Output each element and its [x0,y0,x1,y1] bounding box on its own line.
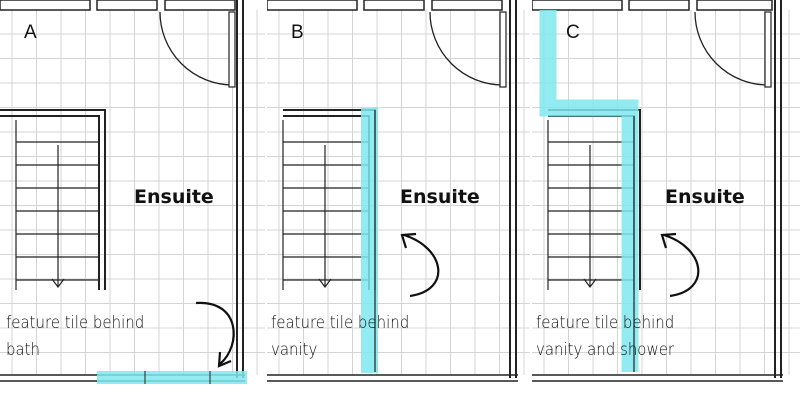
room-label: Ensuite [134,186,214,208]
door-swing [429,11,504,86]
floor-plan-drawing [267,0,530,382]
door-swing [694,11,769,86]
room-label: Ensuite [665,186,745,208]
tile-grid [0,10,265,375]
wall [96,0,158,11]
wall [0,115,100,290]
floor-plan-panel-c: C Ensuite feature tile behind vanity and… [532,0,800,400]
annotation-line: bath [6,340,41,360]
feature-tile-highlight [361,108,378,373]
door [764,11,772,88]
wall [0,0,91,11]
floor-plan-drawing [532,0,800,382]
curved-arrow-icon [195,301,235,368]
door [499,11,507,88]
door-swing [159,11,234,86]
annotation: feature tile behind vanity [271,310,409,364]
panel-letter: A [24,22,37,43]
room-label: Ensuite [400,186,480,208]
panel-letter: C [566,22,580,43]
annotation-line: feature tile behind [6,313,145,333]
annotation-line: vanity [271,340,318,360]
curved-arrow-icon [660,232,700,298]
annotation: feature tile behind vanity and shower [536,310,674,364]
floor-plan-panel-a: A Ensuite feature tile behind bath [0,0,265,400]
staircase [282,120,369,290]
panel-letter: B [291,22,304,43]
annotation: feature tile behind bath [6,310,144,364]
wall [164,0,236,11]
staircase [547,120,634,290]
curved-arrow-icon [400,232,440,298]
annotation-line: feature tile behind [536,313,675,333]
floor-plan-drawing [0,0,265,384]
feature-tile-highlight [97,371,247,384]
floor-plan-panel-b: B Ensuite feature tile behind vanity [267,0,530,400]
door [228,11,236,88]
staircase [15,120,99,290]
feature-tile-highlight [539,10,639,372]
annotation-line: vanity and shower [536,340,675,360]
wall [0,109,106,290]
annotation-line: feature tile behind [271,313,410,333]
